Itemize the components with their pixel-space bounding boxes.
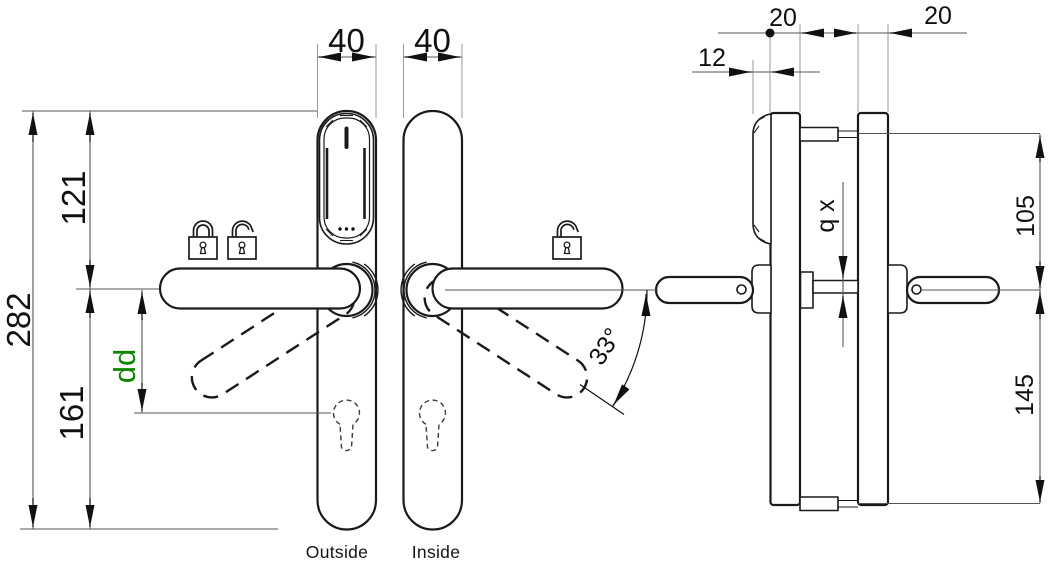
dim-inside-plate-width: 40 — [414, 22, 451, 59]
side-view — [654, 111, 1001, 512]
outside-view-label: Outside — [306, 542, 368, 562]
dim-handle-to-bottom-fixing: 145 — [1011, 374, 1039, 416]
reader-profile — [752, 113, 772, 245]
datum-dot — [765, 28, 775, 38]
reader-led-dots — [338, 227, 355, 231]
dim-outside-depth: 20 — [769, 4, 797, 32]
bottom-fixing-screw — [799, 496, 858, 512]
centerlines — [134, 132, 1040, 505]
spindle-square — [812, 279, 859, 294]
handle-pin-hole — [911, 284, 922, 295]
dim-reader-projection: 12 — [698, 44, 726, 72]
unlocked-padlock-icon — [227, 220, 257, 260]
dim-handle-rotation-angle: 33° — [583, 323, 627, 370]
inside-plate — [402, 109, 464, 531]
unlocked-padlock-icon — [552, 220, 582, 260]
card-reader-module — [318, 112, 375, 245]
view-labels: Outside Inside — [306, 542, 460, 562]
outside-view — [158, 109, 379, 531]
inside-handle-collar — [887, 264, 908, 314]
dim-outside-plate-width: 40 — [328, 22, 365, 59]
inside-plate-profile — [856, 111, 890, 507]
dim-handle-to-bottom: 161 — [53, 385, 90, 440]
dim-top-fixing-to-handle: 105 — [1012, 195, 1040, 237]
inside-handle-rotated — [423, 276, 589, 399]
handle-pin-hole — [736, 284, 747, 295]
dim-top-to-handle: 121 — [55, 170, 92, 225]
dim-overall-height: 282 — [0, 292, 37, 347]
outside-plate-profile — [769, 111, 802, 507]
inside-cylinder-keyhole — [418, 399, 447, 452]
spindle-boss — [799, 271, 814, 309]
locked-padlock-icon — [188, 220, 218, 260]
dim-spindle-size: q x — [812, 199, 840, 233]
dim-inside-depth: 20 — [924, 2, 952, 30]
inside-view-label: Inside — [412, 542, 461, 562]
dim-handle-to-cylinder: dd — [107, 349, 142, 383]
inside-handle — [431, 267, 624, 310]
top-fixing-screw — [799, 126, 858, 142]
outside-cylinder-keyhole — [332, 399, 361, 452]
outside-handle — [158, 267, 362, 310]
dimension-arrows — [28, 28, 1045, 527]
outside-handle-collar — [751, 264, 772, 314]
inside-view — [400, 109, 624, 531]
